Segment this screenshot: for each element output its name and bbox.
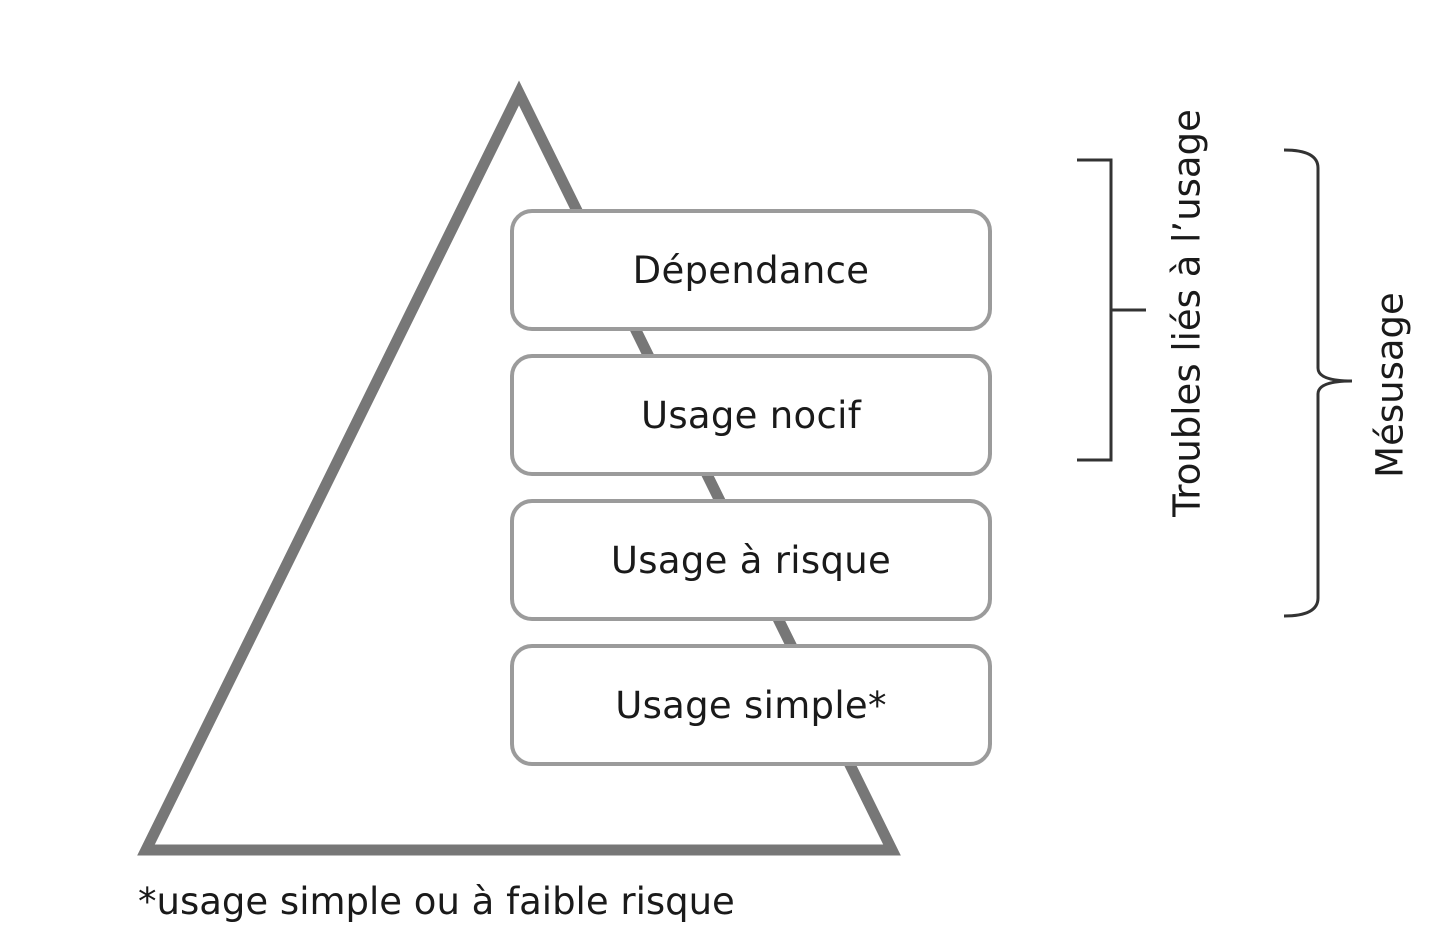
level-usage-nocif: Usage nocif [510,354,992,476]
level-usage-simple: Usage simple* [510,644,992,766]
footnote: *usage simple ou à faible risque [138,880,735,923]
troubles-bracket [1077,158,1146,462]
level-usage-a-risque-label: Usage à risque [610,538,892,582]
level-usage-nocif-label: Usage nocif [640,393,862,437]
mesusage-label: Mésusage [1368,292,1412,478]
level-usage-a-risque: Usage à risque [510,499,992,621]
level-dependance-label: Dépendance [632,248,870,292]
level-usage-simple-label: Usage simple* [615,683,887,727]
troubles-label: Troubles liés à l’usage [1165,109,1209,517]
mesusage-brace [1283,148,1353,618]
level-dependance: Dépendance [510,209,992,331]
